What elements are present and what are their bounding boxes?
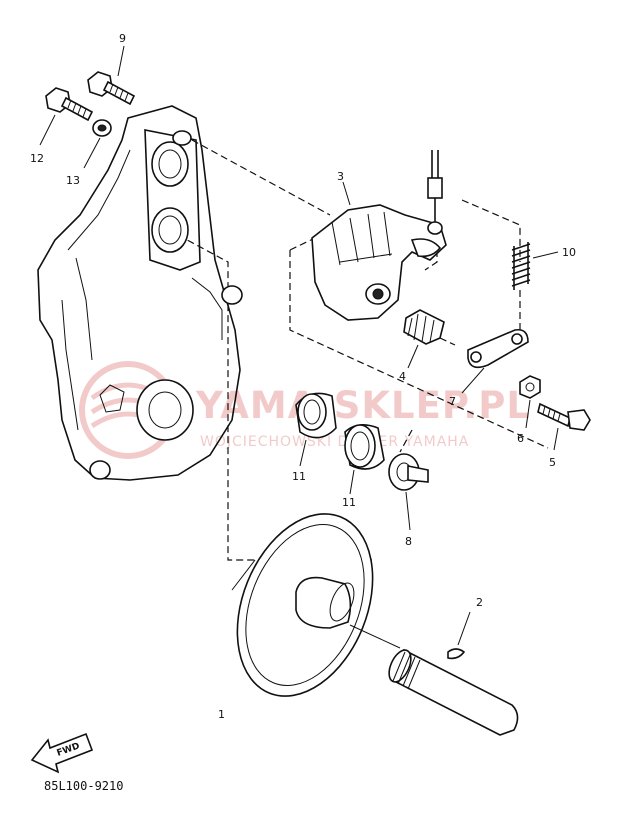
part-label-11-a: 11 (292, 470, 306, 483)
part-label-11-b: 11 (342, 496, 356, 509)
fwd-arrow-icon: FWD (30, 732, 94, 774)
part-label-12: 12 (30, 152, 44, 165)
part-7-lever-plate (461, 328, 529, 394)
drawing-code: 85L100-9210 (44, 779, 123, 793)
part-5-bolt (537, 402, 591, 451)
part-1-sheave (231, 513, 374, 697)
part-4-adjuster (403, 309, 445, 369)
part-11-bushing-b (344, 424, 385, 495)
part-number-labels: 9 12 13 3 10 4 7 6 5 11 11 8 2 1 (30, 32, 576, 721)
part-2-key-and-shaft (349, 611, 519, 736)
part-label-2: 2 (476, 596, 483, 609)
watermark: YAMA-SKLEP.PL WOJCIECHOWSKI DEALER YAMAH… (79, 361, 531, 459)
housing-cover (37, 105, 243, 481)
part-label-9: 9 (119, 32, 126, 45)
part-12-bolt (39, 87, 94, 146)
part-label-3: 3 (337, 170, 344, 183)
part-11-bushing-a (295, 392, 337, 467)
part-label-8: 8 (405, 535, 412, 548)
part-label-7: 7 (449, 395, 456, 408)
watermark-main-text: YAMA-SKLEP.PL (195, 384, 531, 427)
watermark-sub-text: WOJCIECHOWSKI DEALER YAMAHA (200, 434, 469, 450)
part-13-washer (83, 119, 112, 169)
part-9-bolt (87, 45, 136, 106)
part-8-pin (388, 453, 429, 531)
part-10-spring (511, 242, 559, 290)
part-label-6: 6 (517, 432, 524, 445)
part-label-4: 4 (399, 370, 406, 383)
part-label-13: 13 (66, 174, 80, 187)
cable-end (427, 150, 443, 235)
part-label-5: 5 (549, 456, 556, 469)
part-label-10: 10 (562, 246, 576, 259)
part-3-lever-bracket (311, 181, 447, 321)
part-6-nut (519, 375, 541, 429)
part-label-1: 1 (218, 708, 225, 721)
